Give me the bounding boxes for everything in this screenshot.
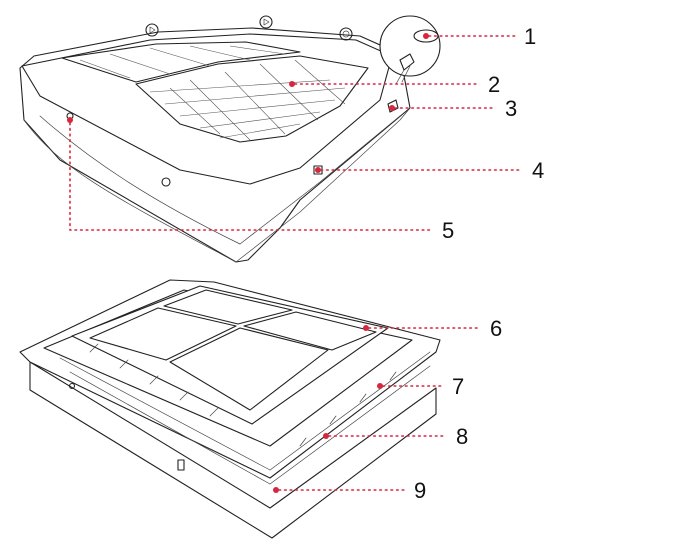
compartment-2: [163, 289, 293, 325]
mattress-assembly: [19, 15, 441, 263]
cover-skirt-line-inner: [39, 115, 241, 245]
valve-icon: [339, 27, 353, 41]
callout-1: 1: [423, 24, 536, 49]
callout-label: 5: [442, 218, 454, 243]
callout-6: 6: [363, 316, 502, 341]
hose-connector: [313, 165, 323, 175]
frame-assembly: [19, 279, 441, 539]
callout-label: 8: [456, 424, 468, 449]
frame-edge-detail: [59, 343, 431, 485]
compartment-4: [243, 311, 377, 351]
callout-label: 3: [505, 96, 517, 121]
callout-label: 6: [490, 316, 502, 341]
cover-skirt-right: [235, 107, 411, 263]
compartment-3: [169, 327, 329, 411]
frame-fitting: [177, 459, 185, 471]
compartment-1: [89, 307, 237, 361]
callout-4: 4: [315, 158, 544, 183]
valve-icon: [259, 15, 273, 29]
quilted-panel-rear: [61, 41, 301, 83]
callout-3: 3: [389, 96, 517, 121]
quilt-pattern: [79, 45, 346, 141]
callout-label: 7: [452, 374, 464, 399]
callout-label: 2: [488, 72, 500, 97]
base-box: [29, 361, 437, 539]
callout-5: 5: [67, 117, 454, 243]
valve-detail-inset: [379, 15, 441, 85]
callout-label: 4: [532, 158, 544, 183]
frame-valve: [68, 382, 76, 390]
callout-label: 1: [524, 24, 536, 49]
cover-skirt-line: [23, 119, 237, 263]
callout-9: 9: [273, 478, 426, 503]
callout-8: 8: [323, 424, 468, 449]
callout-label: 9: [414, 478, 426, 503]
valve-icon: [145, 23, 159, 37]
quilted-panel-front: [135, 55, 369, 143]
side-valve-front: [161, 177, 171, 187]
cover-skirt-right-inner: [239, 115, 401, 245]
callout-2: 2: [289, 72, 500, 97]
callout-7: 7: [377, 374, 464, 399]
